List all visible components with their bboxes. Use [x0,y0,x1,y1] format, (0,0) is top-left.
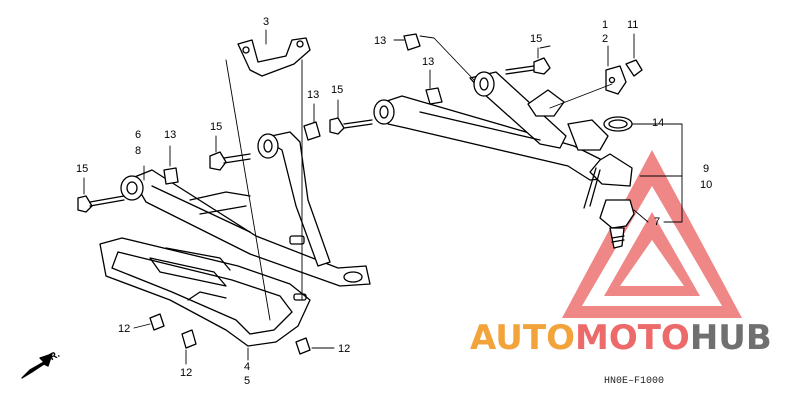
callout-12-bottom: 12 [180,367,193,379]
callout-15-left: 15 [210,121,223,133]
callout-12-left: 12 [118,323,131,335]
callout-15-mid: 15 [331,84,344,96]
lower-arm [120,131,371,287]
callout-2: 2 [602,33,609,45]
callout-11: 11 [627,19,639,31]
ball-joint [583,65,635,249]
arm-guard [99,237,311,347]
fasteners [77,33,643,355]
diagram-code: HN0E–F1000 [604,376,665,387]
leader-lines [83,29,683,365]
callout-13-upper: 13 [422,56,435,68]
callout-10: 10 [700,179,713,191]
callout-9: 9 [703,163,710,175]
callout-13-mid: 13 [307,89,320,101]
callout-1: 1 [602,19,609,31]
watermark-word-hub: HUB [689,318,772,358]
callout-4: 4 [244,361,251,373]
callout-8: 8 [135,145,142,157]
callout-13-left: 13 [164,129,177,141]
callout-15-far-left: 15 [76,163,89,175]
watermark-brand: AUTOMOTOHUB [470,318,772,358]
callout-3: 3 [263,16,270,28]
watermark-word-auto: AUTO [470,318,575,358]
upper-arm [373,71,613,181]
callout-14: 14 [652,117,665,129]
front-direction-arrow [21,353,53,379]
callout-15-top: 15 [530,33,543,45]
stay-bracket [237,37,311,77]
callout-12-right: 12 [338,343,351,355]
callout-5: 5 [244,375,251,387]
callout-7: 7 [654,216,661,228]
callout-13-top: 13 [374,35,387,47]
callout-6: 6 [135,129,142,141]
watermark-word-moto: MOTO [574,318,690,358]
